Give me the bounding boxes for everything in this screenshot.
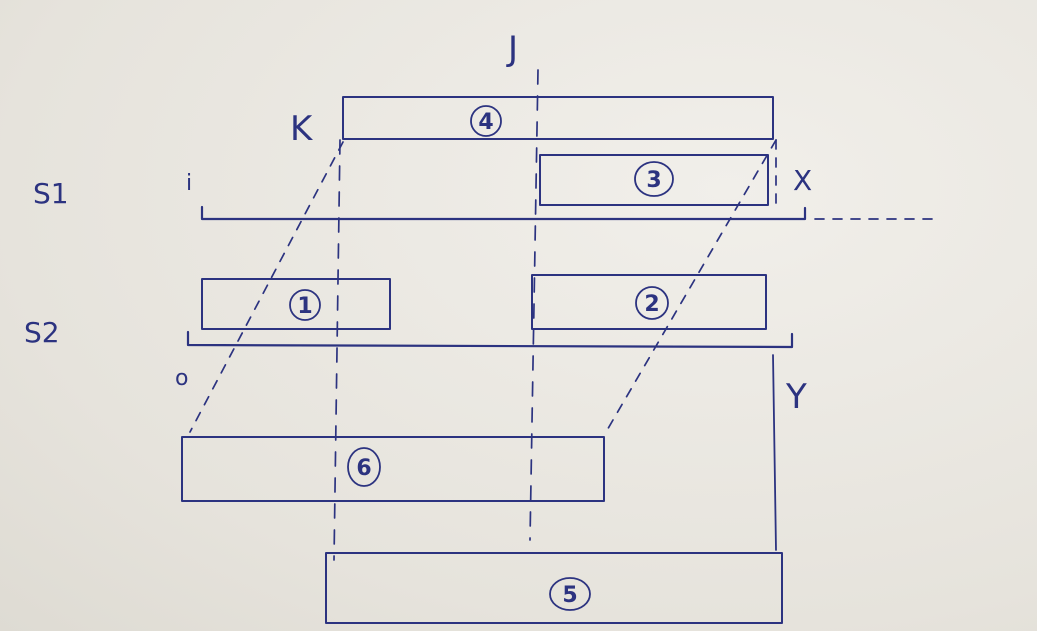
label-k: K (290, 109, 314, 149)
label-o: o (175, 366, 188, 391)
s2-baseline (186, 330, 794, 349)
connector-x-to-6 (605, 139, 777, 433)
interval-box-4 (342, 96, 774, 140)
svg-text:2: 2 (644, 292, 659, 317)
label-i: i (186, 171, 192, 196)
svg-text:4: 4 (478, 110, 493, 135)
circle-label-3: 3 (634, 161, 674, 197)
svg-text:6: 6 (356, 456, 371, 481)
interval-box-6 (181, 436, 605, 502)
guide-line-j (529, 69, 539, 541)
interval-box-1 (201, 278, 391, 330)
svg-text:3: 3 (646, 168, 661, 193)
interval-box-5 (325, 552, 783, 624)
svg-text:1: 1 (297, 294, 312, 319)
interval-box-2 (531, 274, 767, 330)
label-j: J (506, 29, 518, 69)
label-x: X (793, 164, 812, 197)
circle-label-4: 4 (470, 105, 502, 137)
circle-label-1: 1 (289, 289, 321, 321)
circle-label-6: 6 (347, 447, 381, 487)
svg-text:5: 5 (562, 583, 577, 608)
interval-box-3 (539, 154, 769, 206)
circle-label-5: 5 (549, 577, 591, 611)
connector-k-to-6 (189, 141, 344, 433)
guide-line-y (772, 354, 777, 551)
label-y: Y (785, 377, 807, 417)
label-s1: S1 (33, 177, 69, 210)
s1-baseline (200, 205, 807, 221)
guide-line-k (333, 139, 341, 561)
circle-label-2: 2 (635, 286, 669, 320)
label-s2: S2 (24, 316, 60, 349)
